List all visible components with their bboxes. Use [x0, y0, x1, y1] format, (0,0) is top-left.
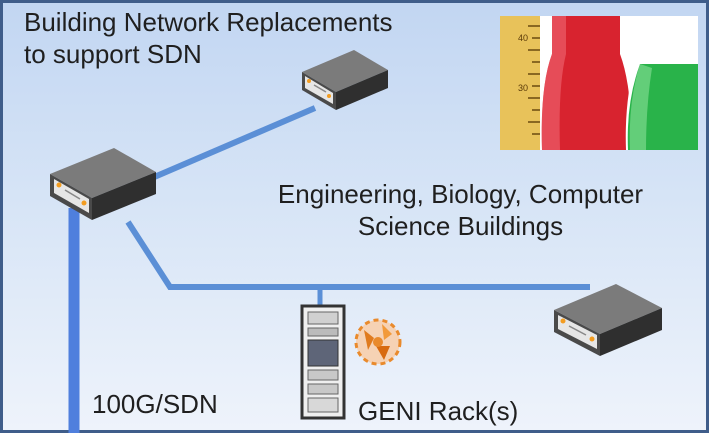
- title-line-2: to support SDN: [24, 39, 202, 69]
- network-switch-icon: [302, 50, 388, 110]
- scale-mark-40: 40: [518, 33, 528, 43]
- rack-label: GENI Rack(s): [358, 396, 519, 426]
- buildings-line-2: Science Buildings: [357, 211, 564, 241]
- uplink-label: 100G/SDN: [92, 389, 218, 419]
- link-branch: [125, 220, 590, 290]
- buildings-label: Engineering, Biology, Computer Science B…: [238, 178, 683, 242]
- buildings-line-1: Engineering, Biology, Computer: [277, 179, 644, 209]
- network-switch-icon: [554, 284, 662, 356]
- link-top-switch: [150, 105, 317, 181]
- scale-mark-30: 30: [518, 83, 528, 93]
- lab-flasks-image: 40 30: [500, 16, 698, 150]
- geni-logo-icon: [354, 318, 402, 366]
- title-line-1: Building Network Replacements: [24, 7, 393, 37]
- server-rack-icon: [300, 304, 346, 420]
- diagram-title: Building Network Replacements to support…: [24, 6, 393, 70]
- network-switch-icon: [50, 148, 156, 220]
